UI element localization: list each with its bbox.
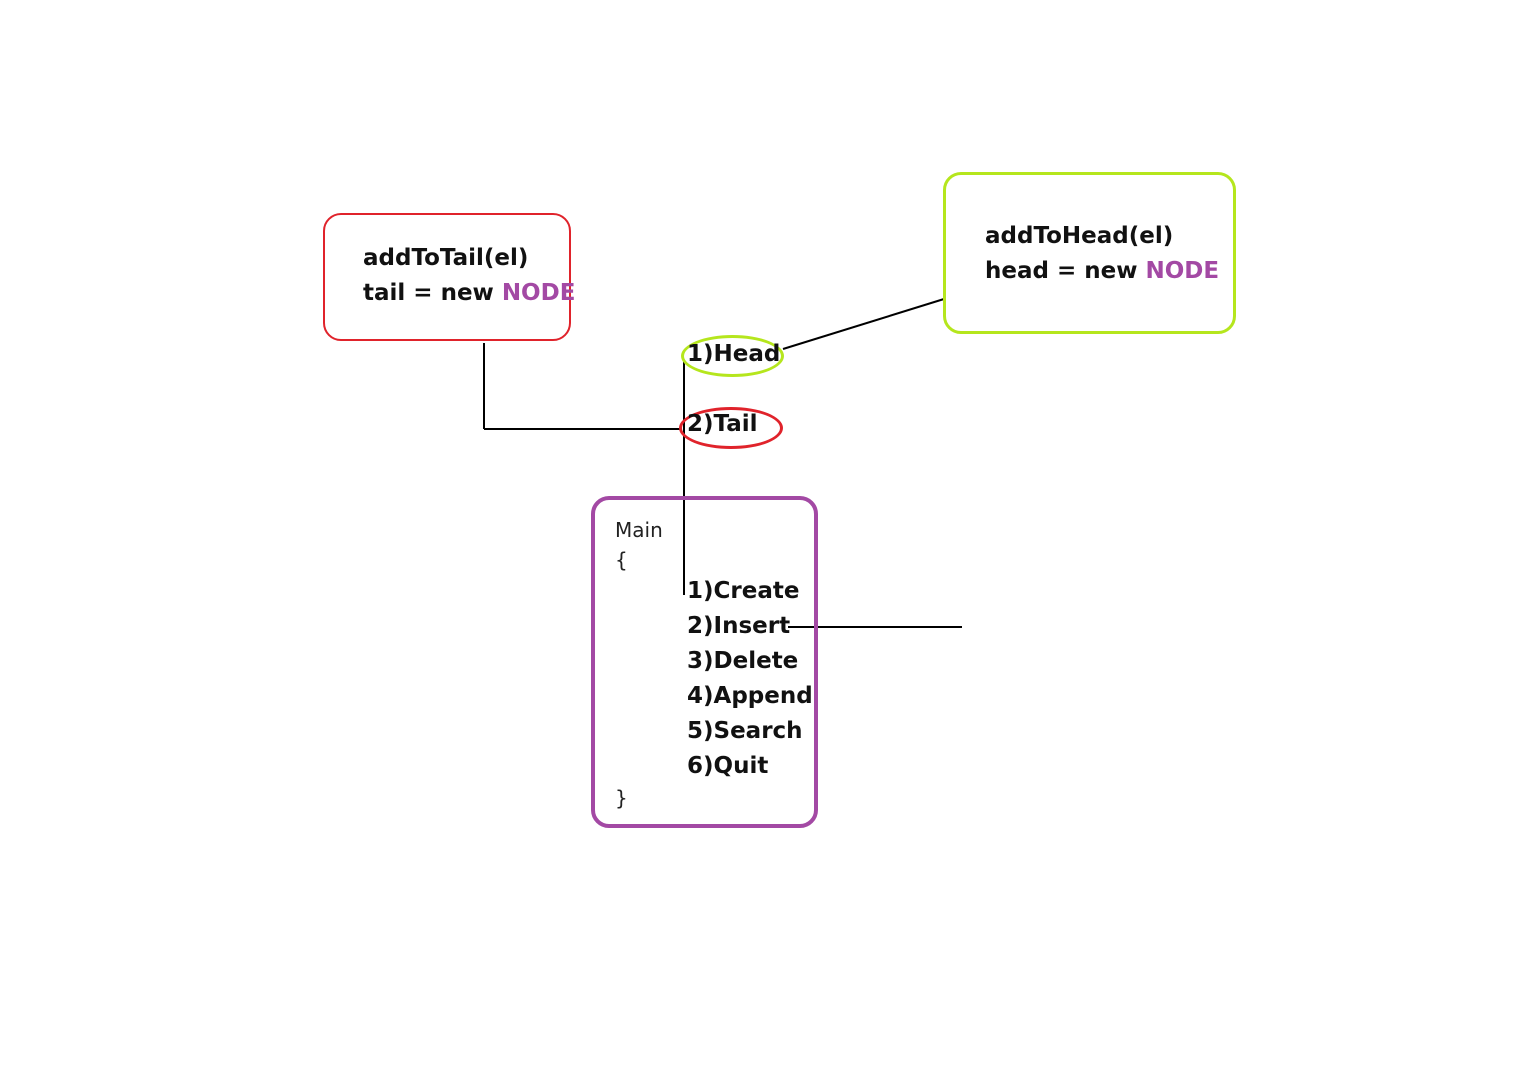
main-menu-list: 1)Create 2)Insert 3)Delete 4)Append 5)Se…: [687, 574, 813, 784]
menu-item-create: 1)Create: [687, 578, 800, 604]
add-to-head-box: addToHead(el) head = new NODE: [943, 172, 1236, 334]
head-assignment-text: head = new: [985, 258, 1146, 284]
head-node-keyword: NODE: [1145, 258, 1220, 284]
add-to-tail-title: addToTail(el): [363, 245, 529, 271]
menu-item-search: 5)Search: [687, 718, 803, 744]
add-to-head-title: addToHead(el): [985, 223, 1174, 249]
tail-node-keyword: NODE: [501, 280, 576, 306]
head-connector: [782, 298, 945, 350]
main-title: Main: [615, 518, 663, 542]
add-to-tail-box: addToTail(el) tail = new NODE: [323, 213, 575, 341]
head-option-label: 1)Head: [687, 341, 781, 367]
menu-item-append: 4)Append: [687, 683, 813, 709]
main-close-brace: }: [615, 786, 628, 810]
head-option-oval: [681, 335, 784, 377]
tail-assignment: tail = new NODE: [363, 276, 575, 311]
main-open-brace: {: [615, 548, 628, 572]
tail-option-oval: [679, 407, 783, 449]
menu-item-insert: 2)Insert: [687, 613, 791, 639]
tail-assignment-text: tail = new: [363, 280, 502, 306]
menu-item-quit: 6)Quit: [687, 753, 769, 779]
menu-item-delete: 3)Delete: [687, 648, 799, 674]
tail-option-label: 2)Tail: [687, 411, 758, 437]
head-assignment: head = new NODE: [985, 254, 1219, 289]
main-function-box: [591, 496, 818, 828]
